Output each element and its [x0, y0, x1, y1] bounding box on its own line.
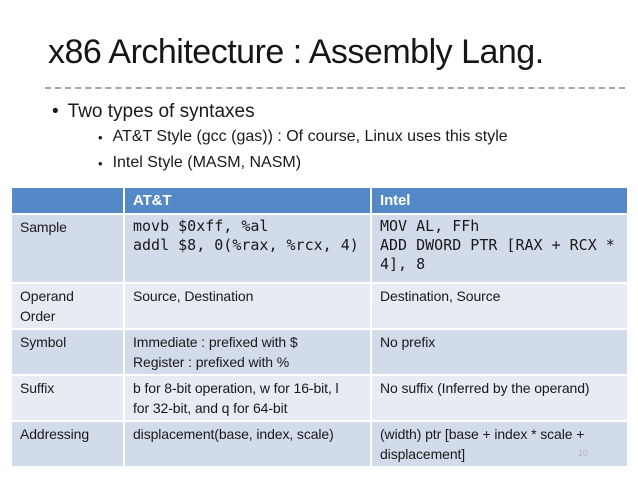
table-header-row: AT&T Intel	[12, 188, 627, 213]
bullet-level1-text: Two types of syntaxes	[67, 101, 255, 122]
page-number: 10	[578, 448, 589, 458]
row-label: Addressing	[12, 420, 123, 466]
cell-intel-sample: MOV AL, FFh ADD DWORD PTR [RAX + RCX * 4…	[370, 213, 627, 282]
row-label: Symbol	[12, 328, 123, 374]
cell-att-symbol: Immediate : prefixed with $ Register : p…	[123, 328, 370, 374]
table-row-symbol: Symbol Immediate : prefixed with $ Regis…	[12, 328, 627, 374]
cell-att-suffix: b for 8-bit operation, w for 16-bit, l f…	[123, 374, 370, 420]
header-cell-att: AT&T	[123, 188, 370, 213]
cell-intel-operand-order: Destination, Source	[370, 282, 627, 328]
title-divider-dashed-line	[45, 87, 625, 89]
bullet-level2-intel: • Intel Style (MASM, NASM)	[98, 150, 628, 176]
syntax-comparison-table: AT&T Intel Sample movb $0xff, %al addl $…	[12, 188, 627, 466]
bullet-level2-att-text: AT&T Style (gcc (gas)) : Of course, Linu…	[112, 128, 508, 145]
cell-intel-symbol: No prefix	[370, 328, 627, 374]
table-row-sample: Sample movb $0xff, %al addl $8, 0(%rax, …	[12, 213, 627, 282]
row-label: Suffix	[12, 374, 123, 420]
header-cell-empty	[12, 188, 123, 213]
bullet-icon: •	[98, 156, 103, 171]
table-row-suffix: Suffix b for 8-bit operation, w for 16-b…	[12, 374, 627, 420]
page-title: x86 Architecture : Assembly Lang.	[48, 33, 544, 71]
table-row-operand-order: Operand Order Source, Destination Destin…	[12, 282, 627, 328]
row-label: Operand Order	[12, 282, 123, 328]
bullet-level2-att: • AT&T Style (gcc (gas)) : Of course, Li…	[98, 124, 628, 150]
bullet-icon: •	[98, 130, 103, 145]
bullet-icon: •	[52, 101, 59, 122]
cell-intel-suffix: No suffix (Inferred by the operand)	[370, 374, 627, 420]
row-label: Sample	[12, 213, 123, 282]
bullet-level2-list: • AT&T Style (gcc (gas)) : Of course, Li…	[98, 124, 628, 176]
cell-att-addressing: displacement(base, index, scale)	[123, 420, 370, 466]
bullet-level1: • Two types of syntaxes	[52, 100, 612, 123]
cell-att-sample: movb $0xff, %al addl $8, 0(%rax, %rcx, 4…	[123, 213, 370, 282]
table-row-addressing: Addressing displacement(base, index, sca…	[12, 420, 627, 466]
header-cell-intel: Intel	[370, 188, 627, 213]
cell-att-operand-order: Source, Destination	[123, 282, 370, 328]
cell-intel-addressing: (width) ptr [base + index * scale + disp…	[370, 420, 627, 466]
bullet-level2-intel-text: Intel Style (MASM, NASM)	[112, 154, 302, 171]
